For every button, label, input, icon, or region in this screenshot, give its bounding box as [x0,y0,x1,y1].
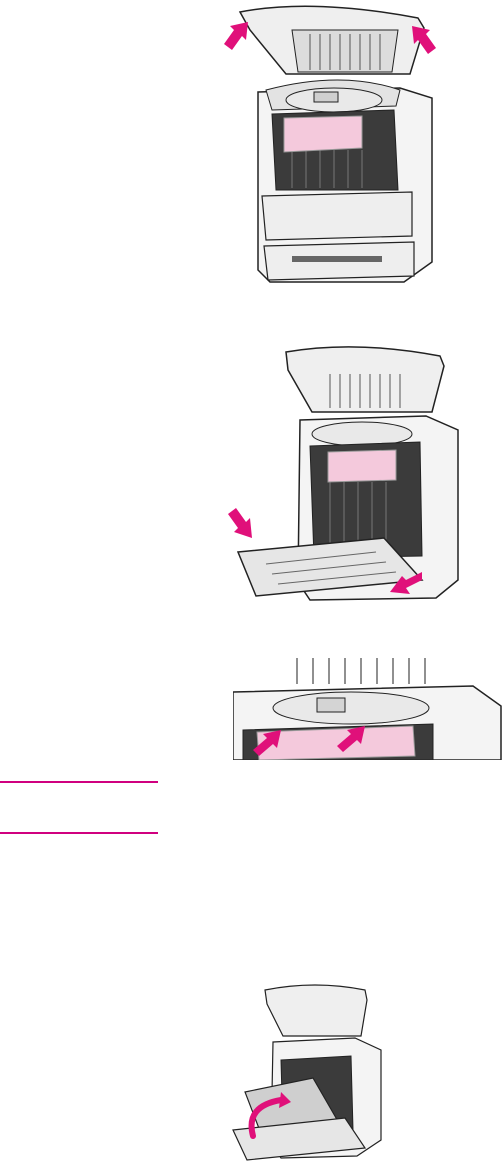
printer-front-door-open-illustration [226,342,462,604]
printer-transfer-unit-rotate-illustration [225,980,385,1161]
note-top-rule [0,781,158,783]
down-arrow-left [228,508,252,538]
printer-transfer-unit-rotate-figure [225,980,385,1161]
printer-interior-jam-closeup-figure [233,656,502,760]
printer-top-cover-open-illustration [222,0,440,286]
note-bottom-rule [0,832,158,834]
printer-interior-jam-closeup-illustration [233,656,502,760]
up-arrow-left [224,22,248,50]
printer-top-cover-open-figure [222,0,440,286]
printer-front-door-open-figure [226,342,462,604]
